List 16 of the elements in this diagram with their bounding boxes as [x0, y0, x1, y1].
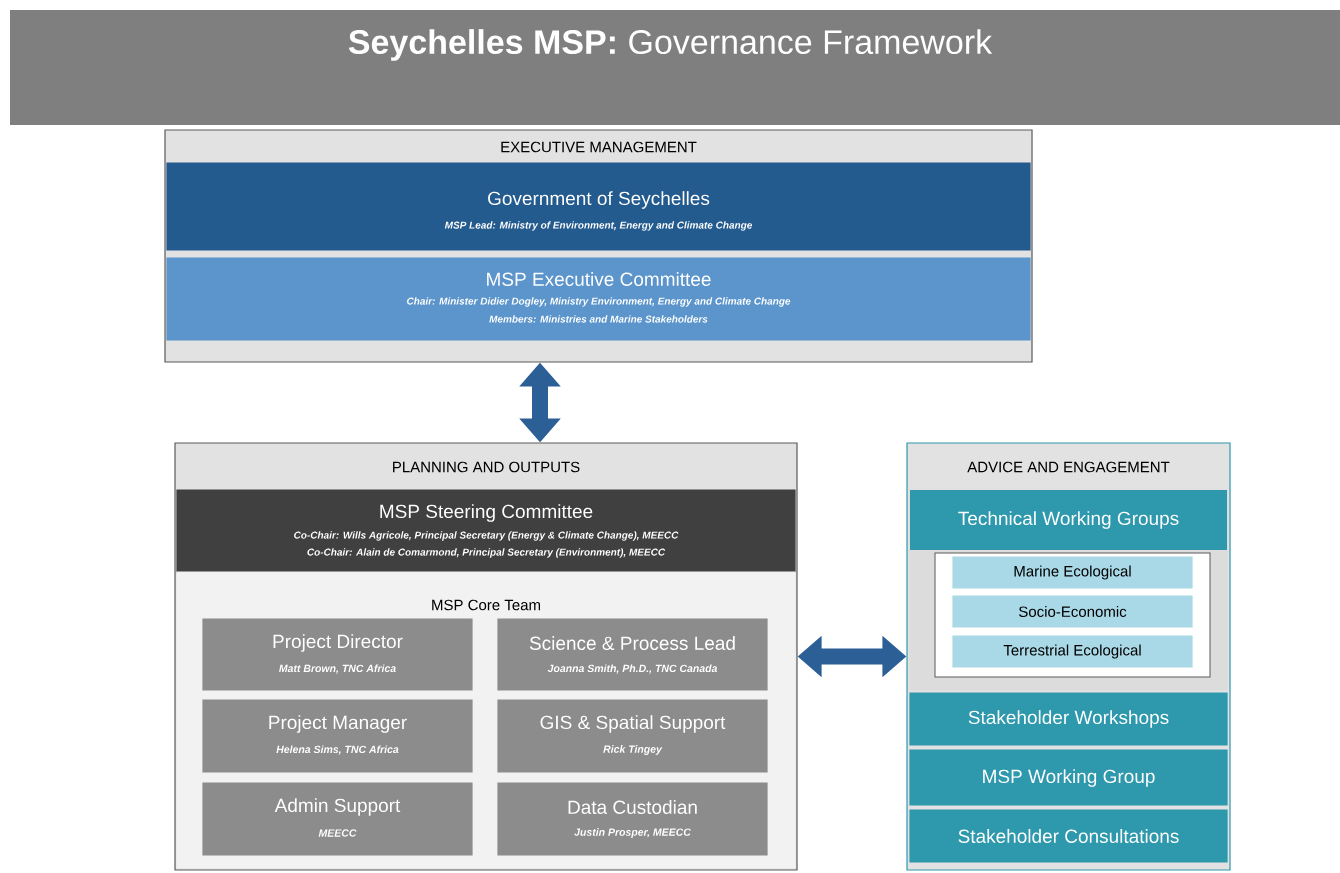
group-band: Stakeholder Consultations: [909, 809, 1228, 863]
group-band: MSP Working Group: [909, 749, 1228, 806]
role-box: GIS & Spatial Support Rick Tingey: [497, 699, 768, 773]
role-box: Admin Support MEECC: [202, 782, 473, 856]
government-band: Government of Seychelles MSP Lead: Ministry of Environment, Energy and Climate Change: [166, 162, 1031, 251]
title-banner: Seychelles MSP: Governance Framework: [10, 10, 1340, 125]
group-box: Terrestrial Ecological: [952, 635, 1193, 668]
role-box: Project Manager Helena Sims, TNC Africa: [202, 699, 473, 773]
group-box: Socio-Economic: [952, 595, 1193, 628]
role-box: Project Director Matt Brown, TNC Africa: [202, 618, 473, 691]
committee-band: MSP Executive Committee Chair: Minister Didier Dogley, Ministry Environment, Energy and Climate Change Members: Ministries and Marine Stakeholders: [166, 257, 1031, 341]
group-band: Stakeholder Workshops: [909, 692, 1228, 746]
committee-band: MSP Steering Committee Co-Chair: Wills Agricole, Principal Secretary (Energy & Climate Change), MEECC Co-Chair: Alain de Comarmond, Principal Secretary (Environment), MEECC: [176, 489, 796, 573]
group-box: Marine Ecological: [952, 556, 1193, 589]
role-box: Science & Process Lead Joanna Smith, Ph.D., TNC Canada: [497, 618, 768, 691]
role-box: Data Custodian Justin Prosper, MEECC: [497, 782, 768, 856]
